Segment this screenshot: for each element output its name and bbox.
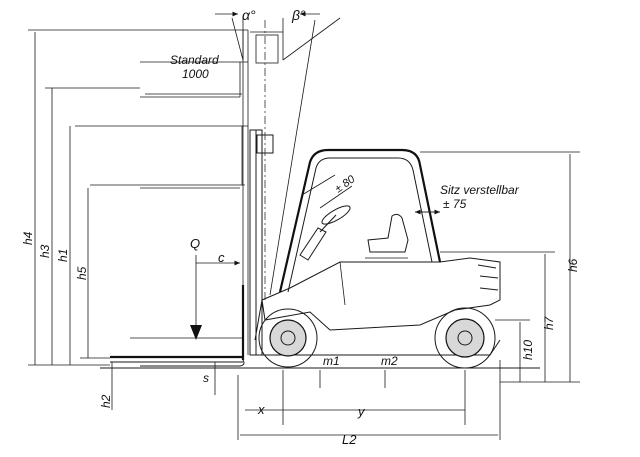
forks-raised-mid bbox=[75, 125, 248, 185]
label-m1: m1 bbox=[323, 354, 340, 368]
front-wheel bbox=[258, 308, 318, 368]
label-x: x bbox=[257, 402, 265, 417]
load-arrow bbox=[190, 255, 240, 340]
operator-seat bbox=[365, 213, 409, 259]
bottom-dimension-lines bbox=[214, 360, 501, 440]
label-seat-range: ± 75 bbox=[443, 197, 467, 211]
label-s: s bbox=[203, 371, 209, 385]
forks-raised-lower bbox=[90, 184, 245, 189]
label-y: y bbox=[357, 404, 366, 419]
label-h4: h4 bbox=[21, 231, 35, 245]
label-h5: h5 bbox=[75, 266, 89, 280]
label-seat-adjustable: Sitz verstellbar bbox=[440, 183, 520, 197]
label-1000: 1000 bbox=[182, 67, 209, 81]
right-dimension-lines bbox=[415, 151, 580, 383]
forks-raised-standard bbox=[140, 61, 248, 98]
rear-wheel bbox=[434, 307, 496, 369]
label-standard: Standard bbox=[170, 53, 219, 67]
steering-column bbox=[299, 205, 351, 261]
label-h7: h7 bbox=[542, 315, 556, 330]
label-h3: h3 bbox=[38, 244, 52, 258]
tilt-angle-lines bbox=[215, 11, 341, 296]
overhead-guard bbox=[278, 148, 442, 293]
label-L2: L2 bbox=[342, 432, 357, 447]
label-angle-80: ± 80 bbox=[333, 173, 358, 196]
label-h1: h1 bbox=[56, 249, 70, 262]
label-m2: m2 bbox=[381, 354, 398, 368]
label-h2: h2 bbox=[99, 394, 113, 408]
label-h6: h6 bbox=[566, 258, 580, 272]
forks-lowered bbox=[110, 337, 245, 367]
label-load-Q: Q bbox=[190, 236, 200, 251]
label-alpha: α° bbox=[242, 7, 256, 23]
label-c: c bbox=[218, 250, 225, 265]
left-dimension-lines bbox=[28, 29, 248, 410]
mast bbox=[241, 129, 274, 360]
label-h10: h10 bbox=[521, 340, 535, 360]
label-beta: β° bbox=[291, 7, 306, 23]
